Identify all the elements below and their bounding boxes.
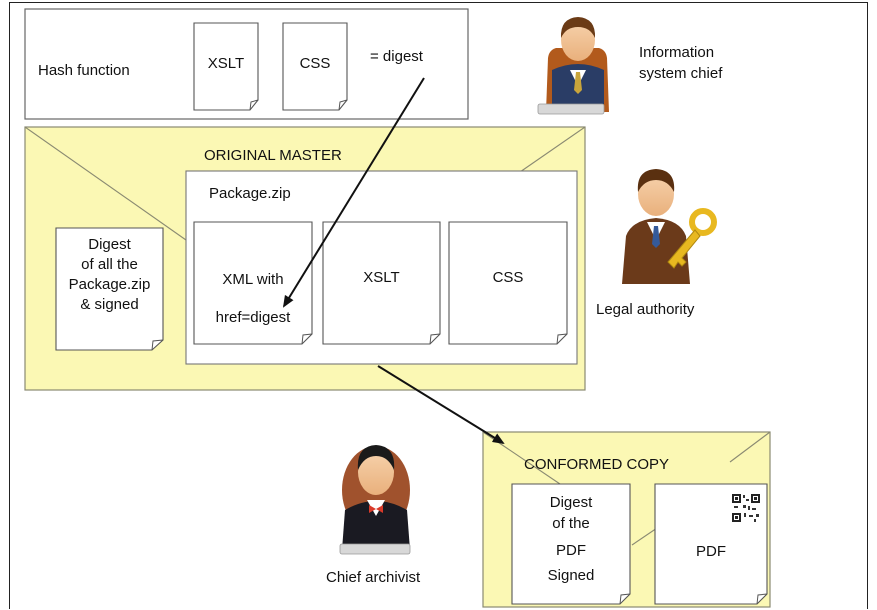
master-digest-line1: Digest: [88, 236, 131, 253]
conformed-flap-right: [729, 431, 771, 463]
hash-function-label: Hash function: [38, 62, 130, 79]
conformed-copy-title: CONFORMED COPY: [524, 456, 670, 473]
conformed-digest-doc-fold: [619, 593, 631, 605]
xml-doc-line2: href=digest: [215, 309, 291, 326]
package-css-label: CSS: [492, 269, 524, 286]
xml-doc-fold: [301, 333, 313, 345]
hash-xslt-doc: [193, 22, 259, 111]
hash-css-doc-fold: [338, 99, 348, 111]
package-css-doc: [448, 221, 568, 345]
pdf-doc-fold: [756, 593, 768, 605]
envelope-flap-right: [519, 126, 586, 173]
master-digest-doc: [55, 227, 164, 351]
qr-code-icon: [732, 494, 760, 522]
conformed-digest-line2: of the: [552, 515, 590, 532]
master-digest-doc-fold: [151, 339, 164, 351]
conformed-digest-doc: [511, 483, 631, 605]
master-digest-line4: & signed: [80, 296, 139, 313]
legal-authority-icon: [622, 169, 717, 284]
hash-xslt-label: XSLT: [207, 55, 245, 72]
information-system-chief-line2: system chief: [639, 65, 723, 82]
master-digest-line2: of all the: [81, 256, 138, 273]
package-zip-title: Package.zip: [209, 185, 291, 202]
conformed-digest-line4: Signed: [547, 567, 595, 584]
digest-result-label: = digest: [370, 48, 423, 65]
pdf-label: PDF: [696, 543, 726, 560]
chief-archivist-label: Chief archivist: [326, 569, 421, 586]
package-xslt-doc-fold: [429, 333, 441, 345]
hash-xslt-doc-fold: [249, 99, 259, 111]
package-xslt-label: XSLT: [363, 269, 400, 286]
conformed-digest-line3: PDF: [556, 542, 586, 559]
information-system-chief-line1: Information: [639, 44, 715, 61]
digest-arrow: [282, 77, 425, 308]
outer-frame: [9, 2, 868, 609]
legal-authority-label: Legal authority: [596, 301, 695, 318]
hash-css-doc: [282, 22, 348, 111]
package-xslt-doc: [322, 221, 441, 345]
conformed-copy-arrow: [377, 365, 505, 445]
xml-doc: [193, 221, 313, 345]
original-master-title: ORIGINAL MASTER: [204, 147, 342, 164]
conformed-digest-line1: Digest: [549, 494, 593, 511]
xml-doc-line1: XML with: [222, 271, 284, 288]
information-system-chief-icon: [537, 17, 609, 115]
master-digest-line3: Package.zip: [68, 276, 151, 293]
chief-archivist-icon: [339, 445, 411, 555]
envelope-flap-left: [24, 126, 187, 241]
package-css-doc-fold: [556, 333, 568, 345]
hash-css-label: CSS: [299, 55, 331, 72]
